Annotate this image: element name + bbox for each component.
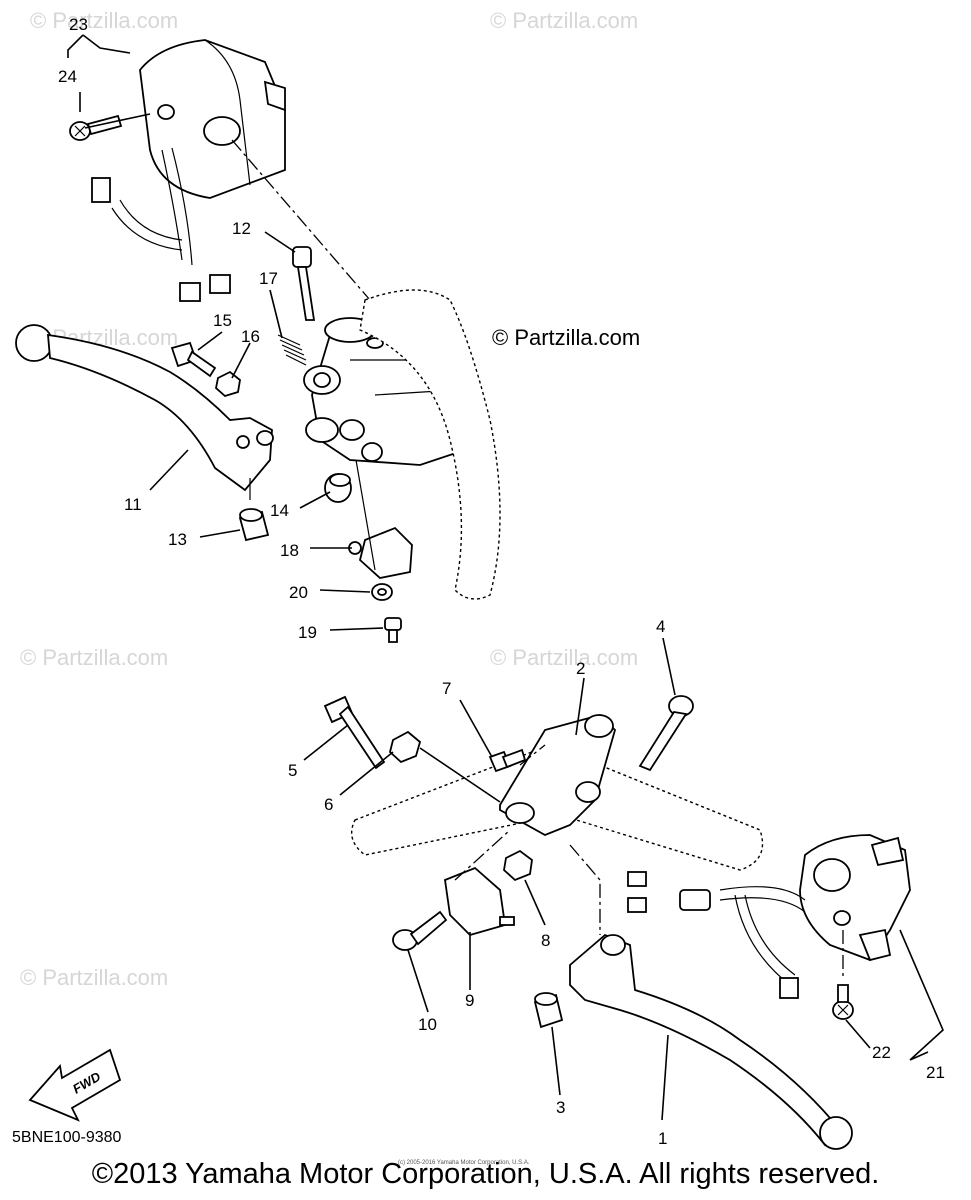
leader-4 — [662, 637, 676, 696]
callout-8: 8 — [541, 931, 550, 950]
leader-6b — [419, 747, 501, 803]
screw-24 — [69, 114, 123, 141]
leader-11 — [149, 449, 189, 491]
lever-holder-2 — [499, 713, 617, 836]
leader-12 — [264, 231, 296, 253]
screw-22 — [832, 984, 854, 1020]
callout-16: 16 — [241, 327, 260, 346]
callout-1: 1 — [658, 1129, 667, 1148]
callout-22: 22 — [872, 1043, 891, 1062]
callout-10: 10 — [418, 1015, 437, 1034]
collar-13 — [238, 508, 270, 542]
clutch-lever-1 — [569, 933, 853, 1150]
leader-10 — [407, 949, 429, 1013]
leader-14 — [299, 491, 331, 509]
fwd-arrow-icon: FWD — [28, 1048, 122, 1122]
callout-13: 13 — [168, 530, 187, 549]
diagram-code: 5BNE100-9380 — [12, 1129, 122, 1146]
watermark: © Partzilla.com — [30, 8, 178, 33]
leader-13 — [199, 529, 241, 538]
leader-7 — [459, 699, 493, 758]
leader-6 — [339, 751, 394, 796]
callout-18: 18 — [280, 541, 299, 560]
bushing-14 — [324, 473, 352, 503]
bolt-4 — [638, 695, 694, 772]
leader-24b — [84, 113, 151, 129]
callout-19: 19 — [298, 623, 317, 642]
callout-14: 14 — [270, 501, 289, 520]
callout-23: 23 — [69, 15, 88, 34]
leader-5 — [303, 724, 349, 761]
watermark: © Partzilla.com — [20, 645, 168, 670]
watermark: © Partzilla.com — [490, 645, 638, 670]
bolt-7 — [488, 748, 527, 773]
switch-9 — [444, 866, 515, 937]
handlebar-grip-top — [359, 289, 501, 600]
leader-2 — [575, 677, 585, 736]
bolt-15 — [170, 341, 217, 378]
switch-18 — [348, 526, 413, 579]
callout-20: 20 — [289, 583, 308, 602]
washer-20 — [371, 583, 393, 601]
alignment-line — [355, 459, 376, 571]
nut-8 — [503, 849, 533, 882]
leader-23 — [67, 34, 131, 58]
leader-1 — [661, 1034, 669, 1121]
callout-6: 6 — [324, 795, 333, 814]
leader-15 — [197, 331, 223, 351]
small-notice: (c) 2005-2016 Yamaha Motor Corporation, … — [398, 1160, 530, 1166]
nut-6 — [388, 730, 422, 764]
bolt-12 — [292, 246, 316, 321]
brake-lever-11 — [15, 324, 274, 492]
leader-21 — [899, 929, 944, 1061]
callout-24: 24 — [58, 67, 77, 86]
callout-21: 21 — [926, 1063, 945, 1082]
leader-8 — [524, 879, 546, 926]
leader-16 — [231, 342, 251, 379]
callout-12: 12 — [232, 219, 251, 238]
callout-9: 9 — [465, 991, 474, 1010]
callout-5: 5 — [288, 761, 297, 780]
callout-4: 4 — [656, 617, 665, 636]
left-handlebar-switch — [91, 39, 286, 302]
leader-19 — [329, 627, 384, 631]
callout-2: 2 — [576, 659, 585, 678]
leader-20 — [319, 589, 371, 593]
screw-19 — [384, 617, 402, 643]
bolt-5 — [323, 695, 386, 770]
leader-17 — [269, 289, 283, 339]
callout-11: 11 — [124, 495, 142, 514]
watermark: © Partzilla.com — [20, 965, 168, 990]
alignment-line — [569, 844, 601, 935]
screw-10 — [392, 910, 448, 951]
leader-3 — [551, 1026, 561, 1096]
collar-3 — [533, 992, 564, 1029]
leader-22 — [845, 1019, 871, 1049]
alignment-line — [519, 744, 546, 766]
watermark: © Partzilla.com — [490, 8, 638, 33]
callout-3: 3 — [556, 1098, 565, 1117]
spring-17 — [277, 334, 307, 366]
alignment-line — [231, 139, 371, 301]
callout-17: 17 — [259, 269, 278, 288]
watermark-main: © Partzilla.com — [492, 325, 640, 350]
callout-7: 7 — [442, 679, 451, 698]
alignment-line — [454, 829, 511, 881]
callout-15: 15 — [213, 311, 232, 330]
nut-16 — [215, 370, 241, 398]
copyright-footer: ©2013 Yamaha Motor Corporation, U.S.A. A… — [91, 1158, 880, 1190]
right-handlebar-switch-21 — [627, 834, 911, 999]
